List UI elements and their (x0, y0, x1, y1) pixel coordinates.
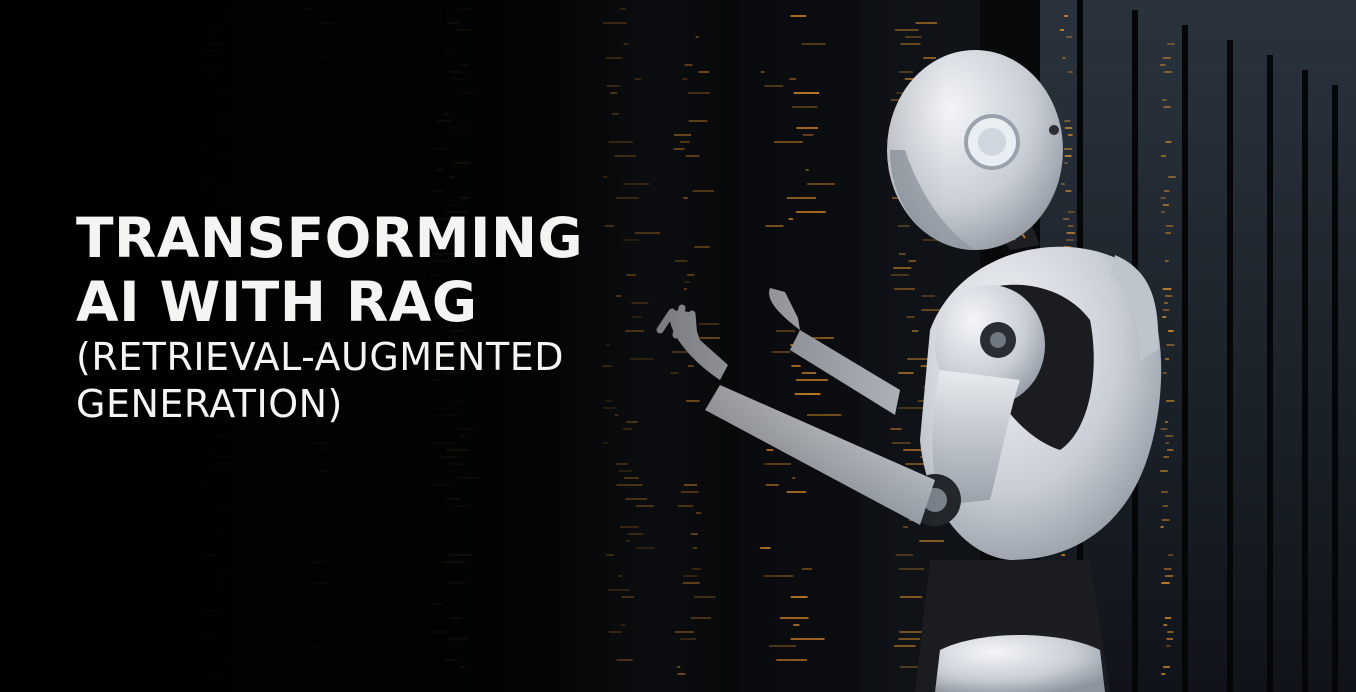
headline-line-1: TRANSFORMING (76, 206, 584, 270)
headline: TRANSFORMING AI WITH RAG (RETRIEVAL-AUGM… (76, 206, 716, 428)
headline-line-2: AI WITH RAG (76, 270, 478, 334)
headline-line-4: GENERATION) (76, 382, 343, 426)
headline-line-3: (RETRIEVAL-AUGMENTED (76, 335, 564, 379)
